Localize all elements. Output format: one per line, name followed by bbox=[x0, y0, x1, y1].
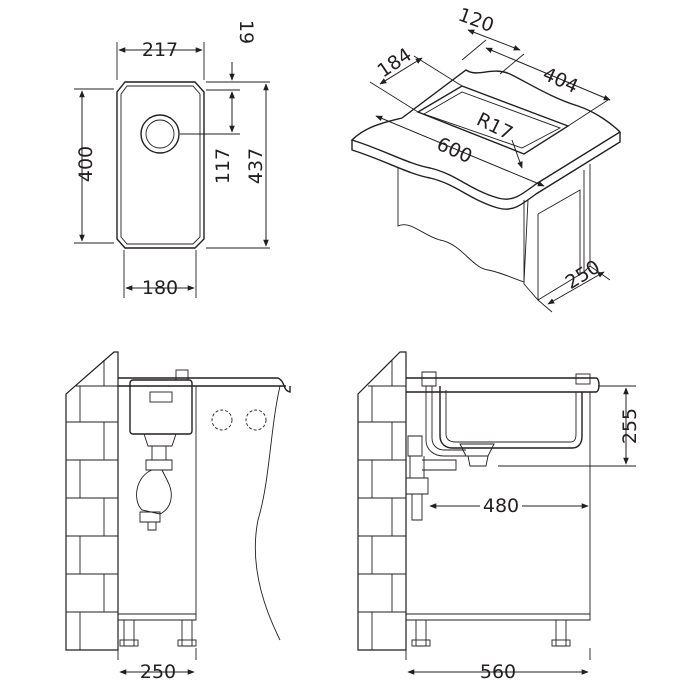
dim-line-184 bbox=[379, 57, 423, 85]
top-view: 217 400 19 117 437 180 bbox=[74, 20, 270, 299]
label-437: 437 bbox=[245, 148, 267, 184]
dim-line-120 bbox=[467, 29, 521, 51]
front-bowl bbox=[129, 379, 193, 435]
label-250-iso: 250 bbox=[562, 256, 604, 294]
label-r17: R17 bbox=[473, 109, 516, 145]
front-trap bbox=[143, 433, 177, 447]
label-250-front: 250 bbox=[140, 661, 176, 683]
side-bowl bbox=[439, 386, 583, 449]
drain-outer bbox=[140, 114, 180, 154]
drain-inner bbox=[145, 119, 175, 149]
dim-line-404 bbox=[485, 47, 611, 101]
bowl-inner-outline bbox=[120, 85, 201, 245]
wall-left-side bbox=[357, 351, 407, 651]
label-255: 255 bbox=[619, 408, 641, 444]
label-480: 480 bbox=[483, 495, 519, 517]
label-184: 184 bbox=[373, 44, 415, 83]
wall-left-front bbox=[65, 351, 119, 651]
dim-line-250-iso bbox=[547, 271, 605, 305]
label-180: 180 bbox=[142, 277, 178, 299]
dim-line-600 bbox=[375, 115, 545, 187]
bowl-outline bbox=[116, 81, 205, 249]
front-view: 250 bbox=[65, 351, 291, 683]
label-117: 117 bbox=[212, 148, 234, 184]
side-view: 255 480 560 bbox=[357, 351, 641, 683]
label-120: 120 bbox=[455, 4, 497, 37]
cabinet-front bbox=[397, 168, 529, 283]
label-217: 217 bbox=[142, 39, 178, 61]
label-19: 19 bbox=[235, 20, 257, 44]
label-400: 400 bbox=[75, 146, 97, 182]
label-560: 560 bbox=[480, 661, 516, 683]
isometric-view: 120 184 404 R17 600 250 bbox=[350, 4, 622, 313]
label-600: 600 bbox=[433, 133, 475, 168]
worktop-side bbox=[406, 377, 600, 393]
